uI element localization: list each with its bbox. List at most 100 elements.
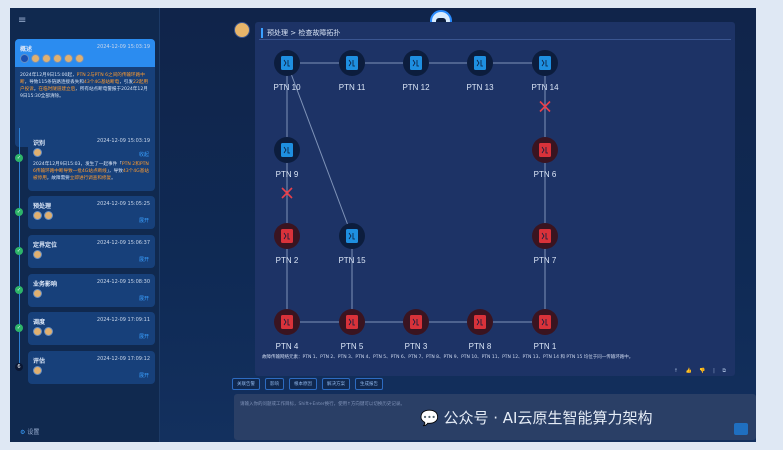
step-card-identify[interactable]: 识别 2024-12-09 15:03:19 收起 2024年12月9日15:0… <box>28 133 155 191</box>
app-window: ≡ 概述 2024-12-09 15:03:19 2024年12月9日15:00… <box>10 8 756 442</box>
topology-node[interactable]: PTN 3 <box>403 309 429 351</box>
step-card-impact[interactable]: 业务影响 2024-12-09 15:08:30 展开 <box>28 274 155 307</box>
step-time: 2024-12-09 17:09:11 <box>96 317 150 323</box>
step-text: 2024年12月9日15:03，发生了一起事件「PTN 2和PTN 6传输环路中… <box>33 162 149 181</box>
check-icon: ✓ <box>15 324 23 332</box>
step-card-dispatch[interactable]: 调度 2024-12-09 17:09:11 展开 <box>28 312 155 345</box>
topology-node[interactable]: PTN 4 <box>274 309 300 351</box>
topology-node[interactable]: PTN 13 <box>466 50 494 92</box>
node-label: PTN 6 <box>534 170 557 179</box>
avatar <box>33 148 42 157</box>
topology-node[interactable]: PTN 11 <box>339 50 366 92</box>
step-title: 业务影响 <box>33 281 58 288</box>
node-label: PTN 12 <box>402 83 430 92</box>
expand-link[interactable]: 展开 <box>138 218 149 224</box>
step-time: 2024-12-09 15:05:25 <box>96 201 150 207</box>
node-label: PTN 13 <box>466 83 494 92</box>
topology-node[interactable]: PTN 15 <box>338 223 366 265</box>
node-label: PTN 7 <box>534 256 557 265</box>
device-icon <box>281 143 293 157</box>
participant-avatars <box>20 54 86 65</box>
feedback-icons[interactable]: ↑ 👍 👎 | ⧉ <box>673 368 729 374</box>
watermark: 💬 公众号 · AI云原生智能算力架构 <box>420 409 653 427</box>
overview-card[interactable]: 概述 2024-12-09 15:03:19 2024年12月9日15:00起，… <box>15 39 155 147</box>
node-label: PTN 14 <box>531 83 559 92</box>
step-time: 2024-12-09 15:08:30 <box>96 279 150 285</box>
topology-node[interactable]: PTN 8 <box>467 309 493 351</box>
overview-time: 2024-12-09 15:03:19 <box>96 44 150 50</box>
topology-node[interactable]: PTN 9 <box>274 137 300 179</box>
overview-title: 概述 <box>20 46 33 53</box>
step-time: 2024-12-09 15:06:37 <box>96 240 150 246</box>
device-icon <box>539 143 551 157</box>
hamburger-icon[interactable]: ≡ <box>18 15 27 26</box>
topology-note: 故障传输网络元素：PTN 1、PTN 2、PTN 3、PTN 4、PTN 5、P… <box>262 355 634 360</box>
device-icon <box>346 56 358 70</box>
expand-link[interactable]: 展开 <box>138 373 149 379</box>
node-label: PTN 5 <box>341 342 364 351</box>
topology-graph: PTN 10 PTN 11 PTN 12 PTN 13 PTN 14 PTN 9 PTN 6… <box>273 50 559 351</box>
avatar <box>33 366 42 375</box>
device-icon <box>346 229 358 243</box>
topology-node[interactable]: PTN 7 <box>532 223 558 265</box>
quick-button-alarms[interactable]: 关联告警 <box>232 378 260 390</box>
step-title: 调度 <box>33 319 46 326</box>
avatar <box>44 211 53 220</box>
quick-button-root-cause[interactable]: 根本原因 <box>289 378 317 390</box>
send-button[interactable] <box>734 423 748 435</box>
device-icon <box>281 315 293 329</box>
overview-text: 2024年12月9日15:00起，PTN 2与PTN 6之间的传输环路中断，导致… <box>20 73 149 99</box>
breadcrumb: 预处理 > 检查故障拓扑 <box>261 28 340 38</box>
device-icon <box>281 56 293 70</box>
node-label: PTN 3 <box>405 342 428 351</box>
node-label: PTN 8 <box>469 342 492 351</box>
topology-node[interactable]: PTN 10 <box>273 50 301 92</box>
expand-link[interactable]: 展开 <box>138 334 149 340</box>
device-icon <box>474 56 486 70</box>
avatar <box>33 211 42 220</box>
settings-button[interactable]: ⚙ 设置 <box>20 427 39 436</box>
step-title: 预处理 <box>33 203 52 210</box>
expand-link[interactable]: 展开 <box>138 257 149 263</box>
step-title: 识别 <box>33 140 46 147</box>
topology-node[interactable]: PTN 6 <box>532 137 558 179</box>
device-icon <box>281 229 293 243</box>
device-icon <box>346 315 358 329</box>
quick-button-solution[interactable]: 解决方案 <box>322 378 350 390</box>
gear-icon: ⚙ <box>20 429 26 436</box>
step-time: 2024-12-09 17:09:12 <box>96 356 150 362</box>
collapse-link[interactable]: 收起 <box>138 152 149 158</box>
quick-button-impact[interactable]: 影响 <box>265 378 284 390</box>
avatar <box>33 289 42 298</box>
topology-node[interactable]: PTN 12 <box>402 50 430 92</box>
node-label: PTN 15 <box>338 256 366 265</box>
node-label: PTN 2 <box>276 256 299 265</box>
step-title: 评估 <box>33 358 46 365</box>
quick-button-report[interactable]: 生成报告 <box>355 378 383 390</box>
topology-node[interactable]: PTN 14 <box>531 50 559 92</box>
expand-link[interactable]: 展开 <box>138 296 149 302</box>
topology-node[interactable]: PTN 2 <box>274 223 300 265</box>
check-icon: ✓ <box>15 286 23 294</box>
topology-node[interactable]: PTN 5 <box>339 309 365 351</box>
settings-label: 设置 <box>27 429 40 436</box>
broken-link-x-icon <box>281 187 293 199</box>
device-icon <box>410 56 422 70</box>
step-card-preprocess[interactable]: 预处理 2024-12-09 15:05:25 展开 <box>28 196 155 229</box>
avatar <box>33 250 42 259</box>
avatar <box>33 327 42 336</box>
device-icon <box>410 315 422 329</box>
avatar <box>44 327 53 336</box>
check-icon: ✓ <box>15 208 23 216</box>
step-card-evaluate[interactable]: 评估 2024-12-09 17:09:12 展开 <box>28 351 155 384</box>
node-label: PTN 10 <box>273 83 301 92</box>
quick-actions: 关联告警 影响 根本原因 解决方案 生成报告 <box>232 378 383 390</box>
topology-node[interactable]: PTN 1 <box>532 309 558 351</box>
check-icon: ✓ <box>15 247 23 255</box>
step-time: 2024-12-09 15:03:19 <box>96 138 150 144</box>
chat-input[interactable]: 请输入你的问题或工作目标，Shift+Enter换行，使用↑方向键可以切换历史记… <box>234 394 756 440</box>
watermark-text: 公众号 · AI云原生智能算力架构 <box>443 409 653 427</box>
broken-link-x-icon <box>539 100 551 113</box>
